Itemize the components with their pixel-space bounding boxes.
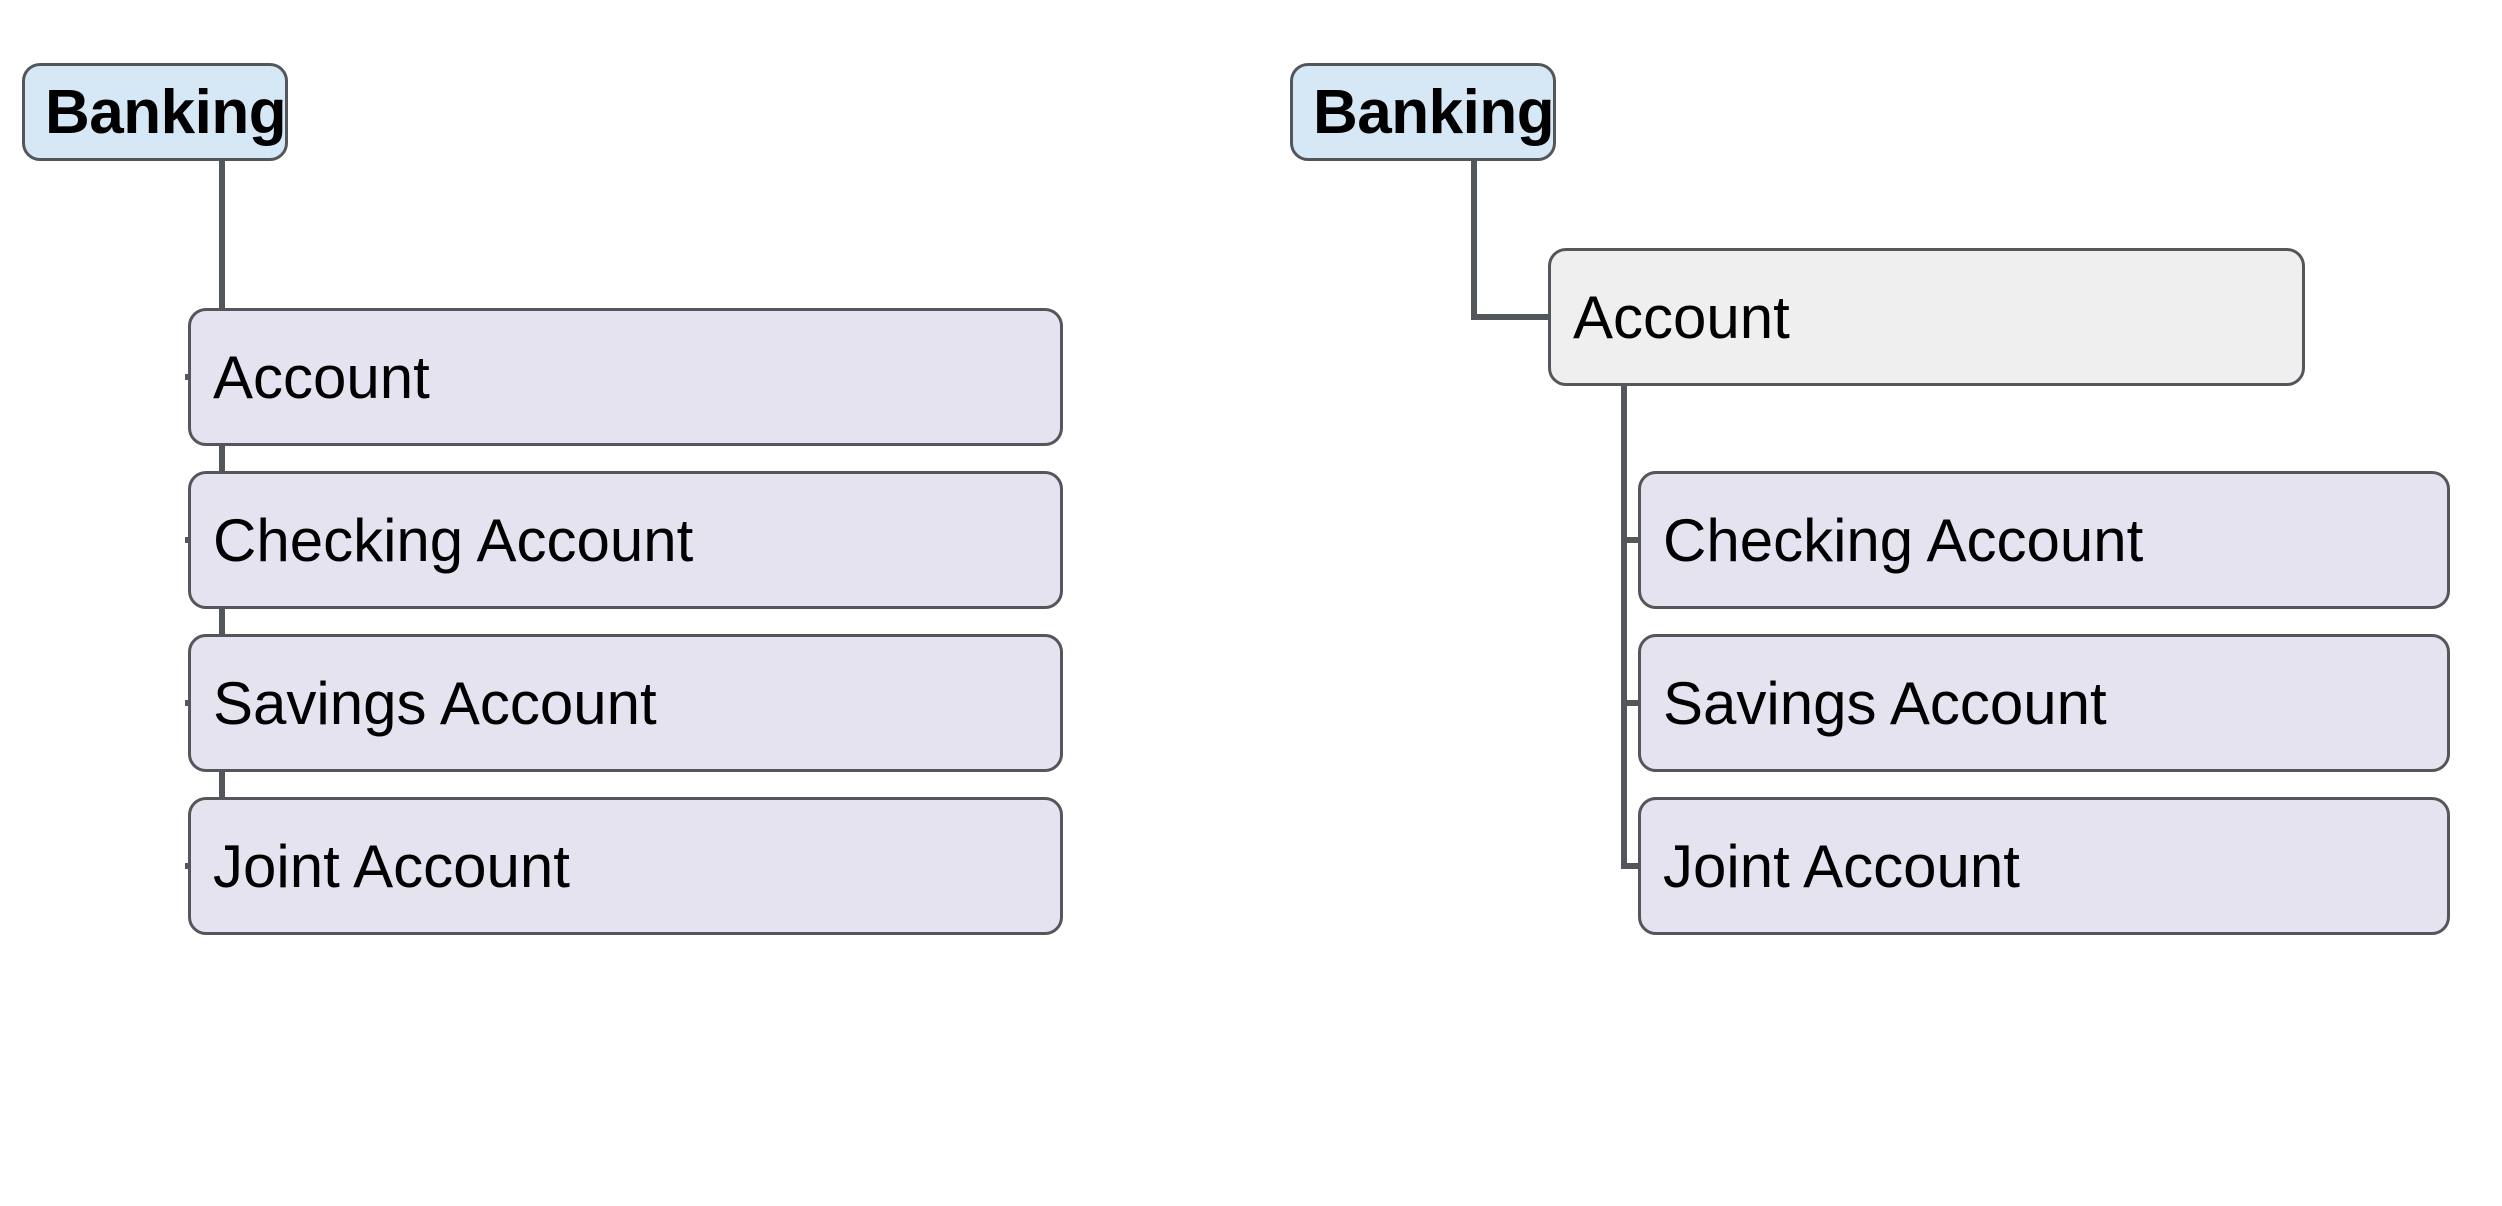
node-label: Banking xyxy=(45,77,287,147)
node-joint-account[interactable]: Joint Account xyxy=(1638,797,2450,935)
node-checking-account[interactable]: Checking Account xyxy=(1638,471,2450,609)
node-label: Joint Account xyxy=(1663,832,2020,900)
node-savings-account[interactable]: Savings Account xyxy=(1638,634,2450,772)
node-banking-root[interactable]: Banking xyxy=(22,63,288,161)
node-savings-account[interactable]: Savings Account xyxy=(188,634,1063,772)
node-account[interactable]: Account xyxy=(188,308,1063,446)
node-account-branch[interactable]: Account xyxy=(1548,248,2305,386)
node-label: Savings Account xyxy=(213,669,657,737)
node-label: Account xyxy=(1573,283,1790,351)
node-label: Checking Account xyxy=(1663,506,2144,574)
node-joint-account[interactable]: Joint Account xyxy=(188,797,1063,935)
node-checking-account[interactable]: Checking Account xyxy=(188,471,1063,609)
node-label: Joint Account xyxy=(213,832,570,900)
node-banking-root[interactable]: Banking xyxy=(1290,63,1556,161)
node-label: Checking Account xyxy=(213,506,694,574)
node-label: Account xyxy=(213,343,430,411)
node-label: Banking xyxy=(1313,77,1555,147)
node-label: Savings Account xyxy=(1663,669,2107,737)
